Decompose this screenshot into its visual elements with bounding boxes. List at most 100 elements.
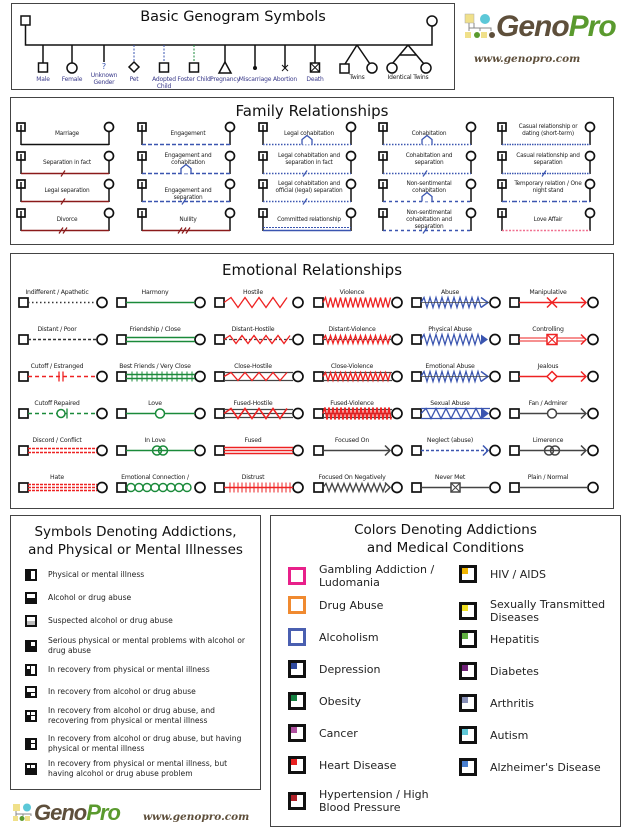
genopro-url-top[interactable]: www.genopro.com [474, 53, 581, 65]
male-square-icon [411, 482, 422, 493]
addiction-symbol-row: In recovery from physical or mental illn… [25, 664, 248, 676]
family-relation-symbol [497, 178, 596, 203]
female-circle-icon [584, 121, 596, 133]
emotional-relation-label: Fused-Violence [330, 400, 374, 407]
addiction-symbol-icon [25, 569, 37, 581]
female-circle-icon [489, 407, 501, 420]
condition-color-row: Arthritis [459, 694, 610, 712]
coil-icon [134, 482, 144, 493]
basic-label-triangle: Pregnancy [210, 76, 240, 83]
female-circle-icon [587, 444, 599, 457]
emotional-relation-symbol [214, 407, 304, 420]
condition-color-icon [288, 756, 306, 774]
male-square-icon [313, 482, 324, 493]
condition-color-label: Diabetes [490, 664, 539, 678]
symbol-foster [188, 45, 200, 73]
separation-slash-icon [181, 198, 187, 205]
emotional-relation-label: Fused-Hostile [233, 400, 273, 407]
emotional-relation-symbol [313, 407, 403, 420]
condition-color-row: Autism [459, 726, 610, 744]
circle-icon [420, 62, 432, 74]
family-relation-symbol [258, 121, 357, 146]
male-square-icon [313, 297, 324, 308]
condition-color-label: Depression [319, 662, 381, 676]
emotional-relation-label: Distant-Violence [328, 326, 376, 333]
genopro-url-bottom[interactable]: www.genopro.com [143, 811, 250, 823]
diamond-icon [127, 60, 141, 74]
emotional-relation-symbol [116, 407, 206, 420]
circle-icon [66, 62, 78, 74]
addiction-symbol-label: In recovery from alcohol or drug abuse, … [48, 706, 215, 725]
separation-slash-icon [302, 198, 308, 205]
male-square-icon [18, 371, 29, 382]
emotional-relation-label: Jealous [537, 363, 559, 370]
basic-label-diamond: Pet [129, 76, 139, 83]
family-relation-label: Nullity [179, 216, 197, 223]
symbol-unknown: ? [102, 45, 106, 71]
male-square-icon [18, 445, 29, 456]
coil-icon [158, 482, 168, 493]
addiction-symbol-label: In recovery from physical or mental illn… [48, 759, 228, 778]
female-circle-icon [584, 207, 596, 218]
addiction-symbol-icon [25, 664, 37, 676]
emotional-relation-label: Love [148, 400, 162, 407]
house-icon [180, 163, 192, 173]
coil-icon [150, 482, 160, 493]
female-circle-icon [292, 407, 304, 420]
emotional-relation-label: Friendship / Close [129, 326, 181, 333]
female-circle-icon [96, 370, 108, 383]
male-square-icon [116, 408, 127, 419]
condition-color-label: Alzheimer's Disease [490, 760, 601, 774]
male-square-icon [116, 371, 127, 382]
arrowhead-icon [580, 370, 588, 383]
addiction-symbols-title-2: and Physical or Mental Illnesses [28, 542, 243, 558]
square-icon [158, 62, 170, 73]
female-circle-icon [465, 178, 477, 190]
condition-color-icon [459, 565, 477, 583]
condition-color-icon [459, 726, 477, 744]
house-icon [421, 191, 433, 202]
addiction-symbol-icon [25, 615, 37, 627]
emotional-relation-label: Best Friends / Very Close [119, 363, 191, 370]
family-relation-label: Non-sentimental cohabitation [406, 181, 452, 194]
female-circle-icon [194, 444, 206, 457]
logo-text-pro: Pro [568, 10, 617, 43]
addiction-symbol-row: Serious physical or mental problems with… [25, 636, 248, 655]
female-circle-icon [292, 296, 304, 309]
addiction-symbol-row: In recovery from alcohol or drug abuse, … [25, 706, 248, 725]
addiction-symbol-row: Physical or mental illness [25, 569, 248, 581]
female-circle-icon [587, 296, 599, 309]
female-circle-icon [391, 481, 403, 494]
basic-label-square: Male [36, 76, 50, 83]
female-circle-icon [391, 333, 403, 346]
basic-label-foster: Foster Child [177, 76, 211, 83]
condition-color-row: Alzheimer's Disease [459, 758, 610, 776]
separation-slash-icon [422, 169, 428, 177]
female-circle-icon [96, 444, 108, 457]
male-square-icon [411, 408, 422, 419]
condition-colors-panel: Colors Denoting Addictions and Medical C… [270, 515, 621, 827]
family-relation-label: Cohabitation [411, 131, 447, 137]
male-square-icon [116, 482, 127, 493]
addiction-symbol-row: In recovery from physical or mental illn… [25, 759, 248, 778]
male-square-icon [509, 334, 520, 345]
zigzag-line [223, 371, 288, 382]
family-relation-symbol [16, 207, 115, 234]
female-circle-icon [489, 296, 501, 309]
emotional-relation-symbol [116, 481, 206, 494]
addiction-symbol-row: Alcohol or drug abuse [25, 592, 248, 604]
family-relation-label: Legal separation [44, 188, 90, 194]
separation-slash-icon [541, 169, 547, 177]
family-relation-label: Temporary relation / One night stand [514, 181, 582, 194]
emotional-relation-symbol [509, 481, 599, 494]
female-circle-icon [345, 150, 357, 161]
family-relation-symbol [258, 178, 357, 205]
condition-color-icon [459, 630, 477, 648]
addiction-symbol-row: Suspected alcohol or drug abuse [25, 615, 248, 627]
family-relation-symbol [258, 207, 357, 231]
addiction-symbols-panel: Symbols Denoting Addictions, and Physica… [10, 515, 261, 790]
zigzag-line [420, 332, 482, 347]
logo-tree-icon [464, 13, 495, 38]
